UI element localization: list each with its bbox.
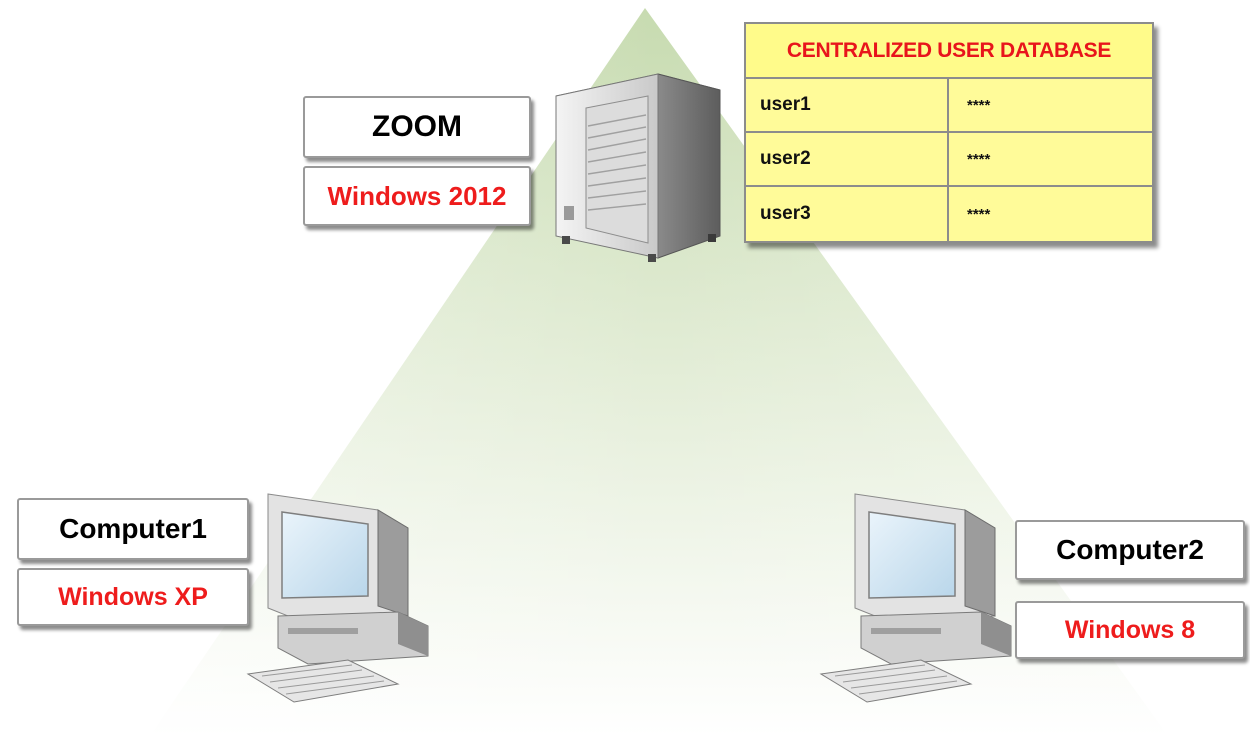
computer1-name-label: Computer1 (17, 498, 249, 560)
server-os-label: Windows 2012 (303, 166, 531, 226)
database-row: user3 **** (746, 187, 1152, 241)
database-username: user2 (746, 133, 949, 185)
computer2-os: Windows 8 (1064, 615, 1196, 644)
server-name: ZOOM (372, 110, 462, 143)
database-row: user2 **** (746, 133, 1152, 187)
database-password: **** (967, 96, 991, 114)
tower-server-icon (555, 73, 721, 262)
user-database-table: CENTRALIZED USER DATABASE user1 **** use… (744, 22, 1154, 243)
computer2-name: Computer2 (1056, 534, 1204, 565)
computer2-os-label: Windows 8 (1015, 601, 1245, 659)
database-username: user1 (746, 79, 949, 131)
database-password: **** (967, 150, 991, 168)
database-title: CENTRALIZED USER DATABASE (746, 24, 1152, 79)
computer1-name: Computer1 (59, 513, 207, 544)
database-row: user1 **** (746, 79, 1152, 133)
database-username: user3 (746, 187, 949, 241)
server-name-label: ZOOM (303, 96, 531, 158)
desktop-computer-icon (819, 493, 1012, 703)
server-os: Windows 2012 (327, 180, 507, 211)
computer1-os: Windows XP (58, 582, 208, 611)
computer2-name-label: Computer2 (1015, 520, 1245, 580)
desktop-computer-icon (246, 493, 429, 703)
database-password: **** (967, 205, 991, 223)
computer1-os-label: Windows XP (17, 568, 249, 626)
